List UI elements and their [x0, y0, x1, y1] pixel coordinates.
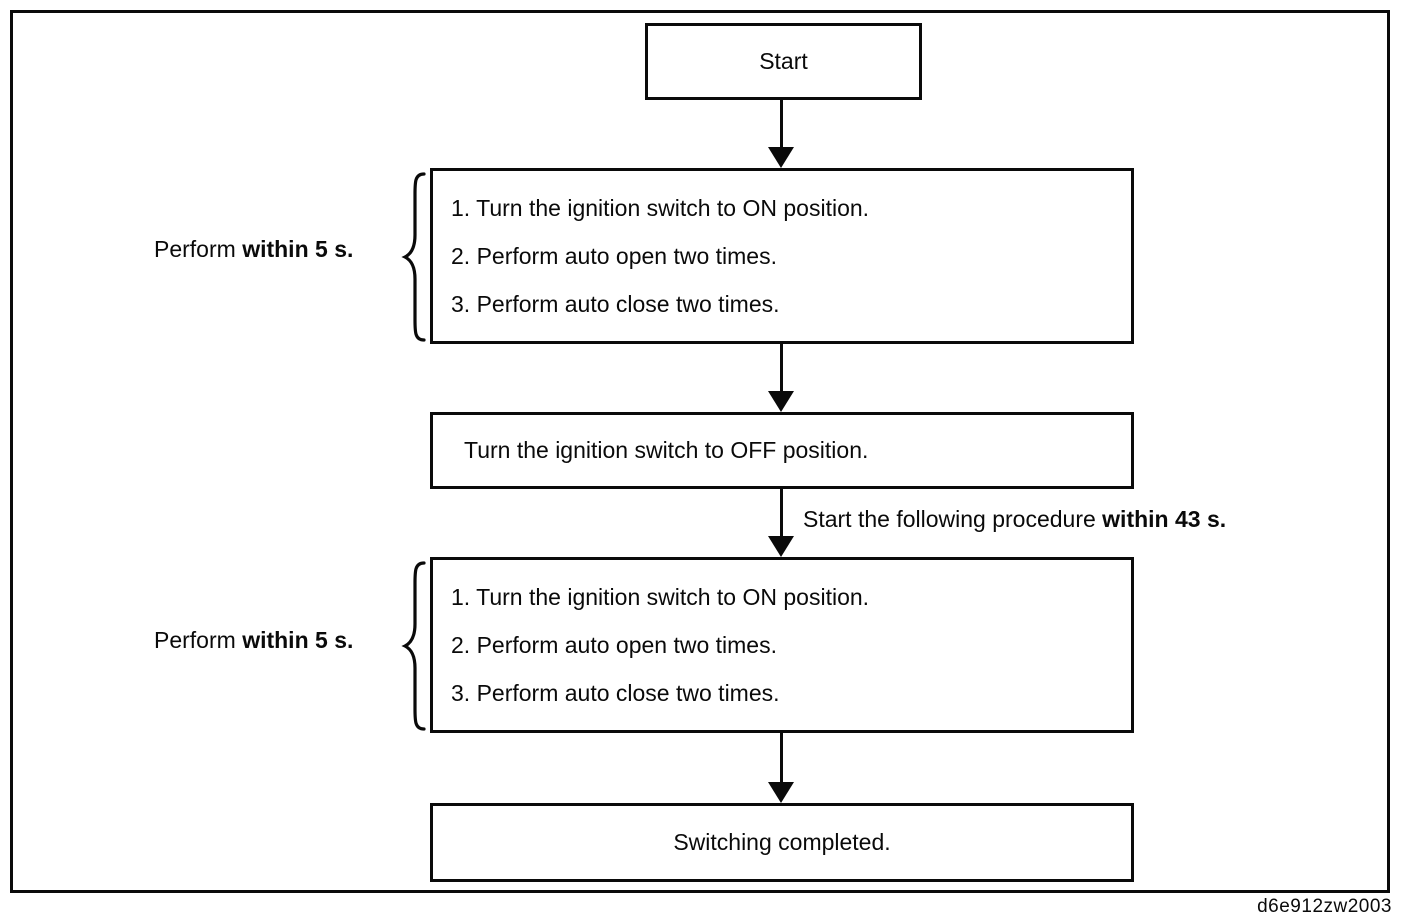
arrow-stem	[779, 100, 783, 147]
arrow-head-icon	[768, 391, 794, 412]
figure-code: d6e912zw2003	[1257, 896, 1392, 917]
procedure-step: 3. Perform auto close two times.	[451, 680, 780, 707]
procedure-step: 2. Perform auto open two times.	[451, 632, 777, 659]
procedure-step: 3. Perform auto close two times.	[451, 291, 780, 318]
perform-label-2: Perform within 5 s.	[154, 627, 353, 654]
timing-note: Start the following procedure within 43 …	[803, 506, 1226, 533]
flow-arrow-3	[768, 489, 794, 557]
arrow-stem	[779, 489, 783, 536]
perform-label-text: Perform	[154, 236, 243, 262]
ignition-off-box: Turn the ignition switch to OFF position…	[430, 412, 1134, 489]
perform-label-bold: within 5 s.	[242, 236, 354, 262]
start-label: Start	[759, 47, 808, 74]
procedure-step: 1. Turn the ignition switch to ON positi…	[451, 584, 870, 611]
flow-arrow-2	[768, 344, 794, 412]
perform-label-text: Perform	[154, 627, 243, 653]
flow-arrow-4	[768, 733, 794, 803]
procedure-box-2: 1. Turn the ignition switch to ON positi…	[430, 557, 1134, 733]
completion-box: Switching completed.	[430, 803, 1134, 882]
diagram-border	[10, 10, 1390, 893]
timing-note-text: Start the following procedure	[803, 506, 1103, 532]
arrow-stem	[779, 344, 783, 391]
ignition-off-label: Turn the ignition switch to OFF position…	[464, 436, 869, 463]
left-brace-icon	[401, 172, 426, 342]
arrow-head-icon	[768, 782, 794, 803]
arrow-head-icon	[768, 147, 794, 168]
procedure-step: 1. Turn the ignition switch to ON positi…	[451, 195, 870, 222]
flow-arrow-1	[768, 100, 794, 168]
completion-label: Switching completed.	[673, 828, 891, 855]
perform-label-1: Perform within 5 s.	[154, 236, 353, 263]
arrow-head-icon	[768, 536, 794, 557]
start-node: Start	[645, 23, 922, 100]
procedure-step: 2. Perform auto open two times.	[451, 243, 777, 270]
timing-note-bold: within 43 s.	[1102, 506, 1227, 532]
perform-label-bold: within 5 s.	[242, 627, 354, 653]
procedure-box-1: 1. Turn the ignition switch to ON positi…	[430, 168, 1134, 344]
left-brace-icon	[401, 561, 426, 731]
arrow-stem	[779, 733, 783, 782]
